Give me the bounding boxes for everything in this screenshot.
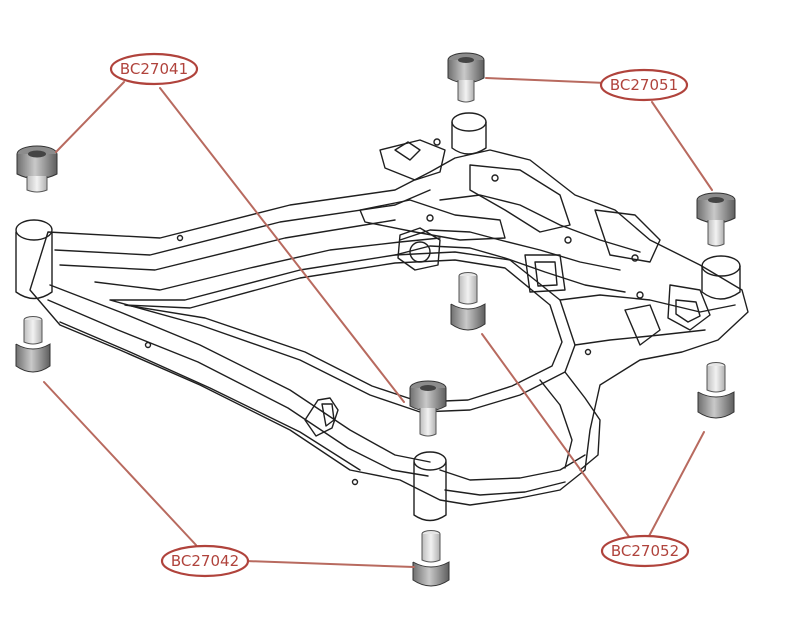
bushing-lower-right	[697, 362, 735, 419]
leader-bc27052-right	[647, 431, 705, 539]
leader-bc27051-right	[651, 101, 713, 191]
callout-bc27041: BC27041	[109, 52, 199, 86]
left-mount-tower	[15, 219, 53, 300]
leader-lines	[43, 77, 713, 568]
bushing-lower-left	[15, 316, 51, 373]
callout-label-bc27042: BC27042	[171, 552, 239, 570]
callout-label-bc27051: BC27051	[610, 76, 678, 94]
bushing-lower-center	[450, 272, 486, 331]
leader-bc27051-top	[485, 77, 607, 84]
bushing-upper-top-center	[447, 52, 485, 103]
leader-bc27042-left	[43, 381, 197, 546]
leader-bc27052-center	[481, 333, 631, 539]
callout-label-bc27052: BC27052	[611, 542, 679, 560]
leader-bc27041-left	[55, 81, 125, 153]
front-subframe-drawing	[15, 112, 749, 522]
front-mount-tower	[413, 451, 447, 522]
right-mount-tower	[701, 255, 741, 300]
bushing-upper-right	[696, 192, 736, 247]
bushing-lower-front	[412, 530, 450, 587]
rear-right-mount-tower	[451, 112, 487, 155]
bushing-upper-left	[16, 145, 58, 193]
callout-bc27042: BC27042	[160, 544, 250, 578]
bushing-upper-front-center	[409, 380, 447, 437]
callout-label-bc27041: BC27041	[120, 60, 188, 78]
leader-bc27042-front	[245, 560, 415, 568]
callout-bc27052: BC27052	[600, 534, 690, 568]
callout-bc27051: BC27051	[599, 68, 689, 102]
leader-bc27041-center	[159, 87, 405, 403]
